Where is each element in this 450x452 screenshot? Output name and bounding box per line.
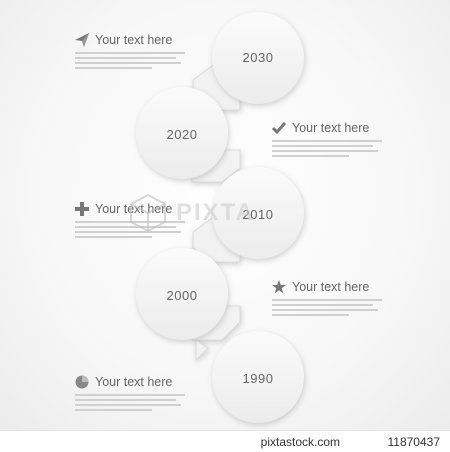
year-2000: 2000 bbox=[166, 288, 198, 303]
year-2020: 2020 bbox=[166, 127, 198, 142]
pie-chart-icon bbox=[75, 375, 89, 389]
label-block-2: Your text here bbox=[271, 120, 382, 160]
label-title: Your text here bbox=[95, 202, 173, 216]
year-1990: 1990 bbox=[242, 371, 274, 386]
year-2030: 2030 bbox=[242, 50, 274, 65]
placeholder-text-lines bbox=[272, 140, 382, 157]
circle-2030 bbox=[212, 12, 304, 104]
arrow-tip-1990 bbox=[195, 339, 209, 361]
watermark-cube-icon bbox=[130, 193, 166, 233]
circle-2000 bbox=[136, 248, 228, 340]
label-title: Your text here bbox=[292, 121, 370, 135]
watermark-text: PIXTA bbox=[176, 199, 255, 226]
timeline-graphic bbox=[136, 12, 304, 423]
milestone-circles bbox=[136, 12, 304, 423]
label-block-1: Your text here bbox=[75, 32, 185, 72]
year-2010: 2010 bbox=[242, 207, 274, 222]
watermark: PIXTA bbox=[128, 193, 255, 233]
circle-2020 bbox=[136, 87, 228, 179]
label-block-4: Your text here bbox=[272, 279, 382, 319]
label-title: Your text here bbox=[95, 375, 173, 389]
label-block-5: Your text here bbox=[75, 374, 185, 414]
star-icon bbox=[272, 280, 286, 294]
checkmark-icon bbox=[271, 121, 287, 135]
placeholder-text-lines bbox=[75, 52, 185, 69]
infographic-canvas: 2030 2020 2010 2000 1990 Your text here … bbox=[0, 0, 450, 430]
placeholder-text-lines bbox=[272, 299, 382, 316]
circle-2010 bbox=[212, 167, 304, 259]
plus-icon bbox=[75, 202, 89, 216]
paper-plane-icon bbox=[75, 33, 89, 47]
footer-site: pixtastock.com bbox=[260, 435, 340, 449]
label-title: Your text here bbox=[95, 33, 173, 47]
footer-image-number: 11870437 bbox=[387, 435, 441, 449]
placeholder-text-lines bbox=[75, 394, 185, 411]
circle-1990 bbox=[212, 331, 304, 423]
label-title: Your text here bbox=[292, 280, 370, 294]
footer-bar: pixtastock.com 11870437 bbox=[0, 430, 450, 452]
